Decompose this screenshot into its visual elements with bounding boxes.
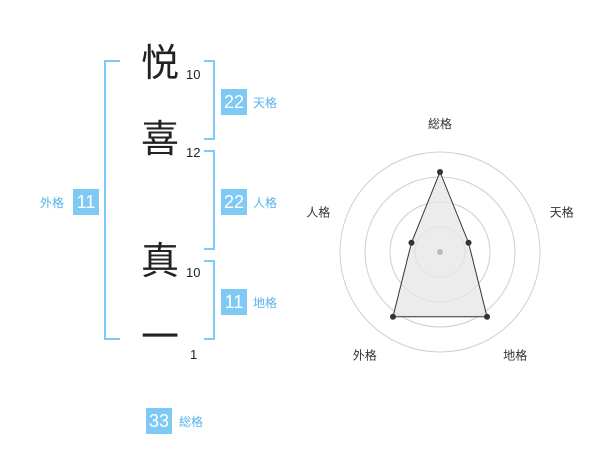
tenkaku-value: 22 bbox=[221, 89, 247, 115]
radar-point bbox=[437, 169, 443, 175]
radar-point bbox=[484, 313, 491, 320]
stroke-count-2: 12 bbox=[186, 145, 201, 160]
stroke-count-3: 10 bbox=[186, 265, 201, 280]
tenkaku-bracket bbox=[204, 60, 215, 140]
radar-point bbox=[408, 239, 415, 246]
name-char-4: 一 bbox=[140, 315, 179, 359]
radar-area bbox=[392, 170, 488, 318]
gaikaku-bracket bbox=[104, 60, 120, 340]
radar-axis-label: 人格 bbox=[306, 204, 330, 219]
gaikaku-label: 外格 bbox=[40, 196, 65, 210]
soukaku-value: 33 bbox=[146, 408, 172, 434]
name-char-1: 悦 bbox=[140, 41, 179, 85]
soukaku-label: 総格 bbox=[179, 415, 204, 429]
radar-axis-label: 外格 bbox=[353, 348, 377, 363]
jinkaku-value: 22 bbox=[221, 189, 247, 215]
gaikaku-value: 11 bbox=[73, 189, 99, 215]
radar-grid-ring bbox=[339, 151, 541, 353]
jinkaku-label: 人格 bbox=[253, 196, 278, 210]
radar-axis-label: 地格 bbox=[503, 348, 527, 363]
tenkaku-label: 天格 bbox=[253, 96, 278, 110]
radar-center-dot bbox=[437, 249, 443, 255]
stroke-count-4: 1 bbox=[190, 347, 198, 362]
radar-point bbox=[465, 239, 472, 246]
radar-axis-label: 総格 bbox=[428, 116, 452, 131]
radar-point bbox=[389, 313, 396, 320]
chikaku-label: 地格 bbox=[253, 296, 278, 310]
chikaku-bracket bbox=[204, 260, 215, 340]
stroke-count-1: 10 bbox=[186, 67, 201, 82]
radar-axis-label: 天格 bbox=[550, 204, 574, 219]
name-char-3: 真 bbox=[140, 239, 179, 283]
name-char-2: 喜 bbox=[140, 117, 179, 161]
chikaku-value: 11 bbox=[221, 289, 247, 315]
jinkaku-bracket bbox=[204, 150, 215, 250]
